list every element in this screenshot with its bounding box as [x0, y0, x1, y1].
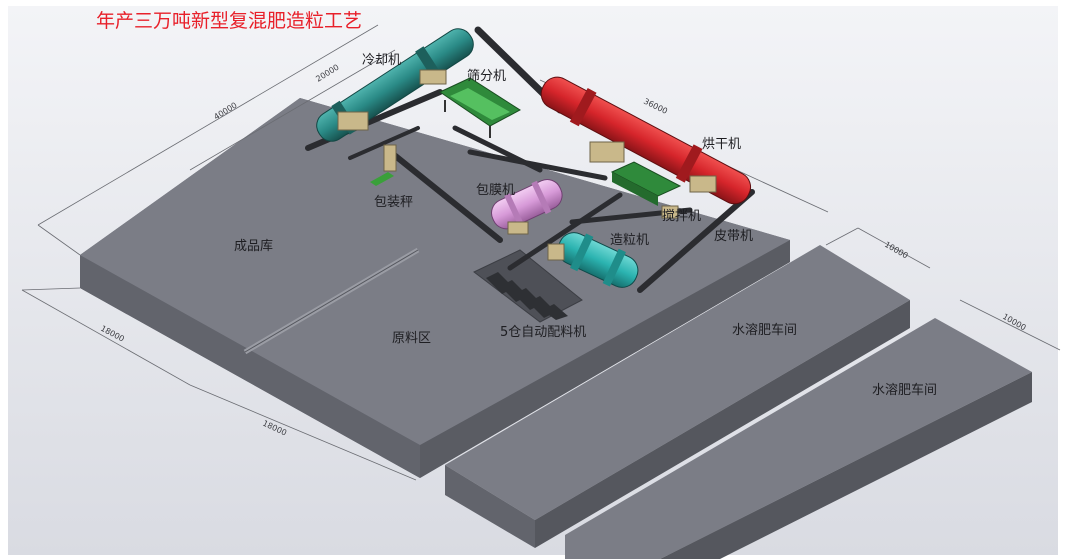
label-raw-area: 原料区 [392, 331, 431, 346]
label-cooler: 冷却机 [362, 53, 401, 68]
coating-drum [491, 179, 563, 235]
label-belt-conveyor: 皮带机 [714, 229, 753, 244]
label-batching: 5仓自动配料机 [500, 325, 586, 340]
label-mixer: 搅拌机 [662, 208, 701, 224]
main-slab [80, 98, 790, 478]
label-finished-store: 成品库 [234, 238, 273, 254]
diagram-title: 年产三万吨新型复混肥造粒工艺 [96, 10, 362, 32]
workshop-slab-1 [445, 245, 910, 548]
label-dryer: 烘干机 [702, 137, 741, 152]
batching-pit [473, 249, 583, 323]
label-granulator: 造粒机 [610, 233, 649, 248]
label-screener: 筛分机 [467, 69, 506, 84]
mixer [610, 161, 682, 219]
label-coating: 包膜机 [476, 183, 515, 198]
dryer-drum [540, 76, 752, 205]
granulator-drum [547, 232, 639, 288]
label-workshop-1: 水溶肥车间 [732, 322, 797, 338]
workshop-slab-2 [565, 318, 1032, 559]
packing-scale [370, 144, 397, 186]
cooler-drum [316, 28, 474, 142]
label-workshop-2: 水溶肥车间 [872, 382, 937, 398]
screener [438, 77, 521, 138]
rail [243, 247, 420, 355]
label-packing-scale: 包装秤 [374, 195, 413, 210]
